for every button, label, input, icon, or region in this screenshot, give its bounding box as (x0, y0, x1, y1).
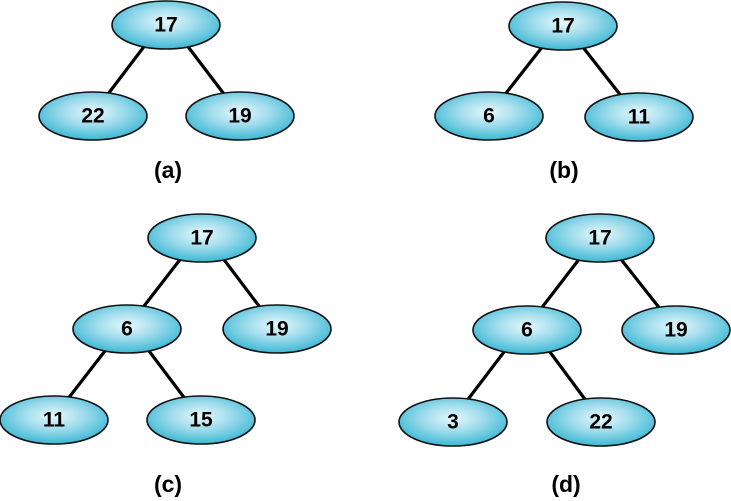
node-c-right: 19 (222, 304, 332, 354)
node-a-right: 19 (185, 91, 295, 141)
caption-c: (c) (154, 471, 182, 497)
node-c-root: 17 (147, 213, 257, 263)
node-label: 17 (551, 15, 574, 38)
node-label: 19 (265, 318, 288, 341)
node-b-left: 6 (434, 91, 544, 141)
edge-c-root-left (139, 255, 184, 312)
node-b-right: 11 (584, 92, 694, 142)
edge-b-root-left (501, 44, 545, 99)
edge-c-mid-left (65, 345, 110, 402)
node-label: 17 (154, 14, 177, 37)
edge-a-root-right (184, 42, 229, 100)
node-a-root: 17 (111, 0, 221, 50)
node-d-left: 6 (472, 305, 582, 355)
edge-b-root-right (580, 44, 624, 99)
node-c-left-left: 11 (0, 395, 109, 445)
node-d-left-left: 3 (398, 397, 508, 447)
edge-d-root-left (538, 256, 582, 312)
node-label: 6 (521, 319, 533, 342)
tree-a: 17 22 19 (a) (38, 0, 295, 183)
node-c-left-right: 15 (146, 395, 256, 445)
node-label: 6 (483, 105, 495, 128)
node-label: 22 (589, 411, 612, 434)
node-label: 15 (189, 409, 213, 432)
caption-b: (b) (549, 157, 578, 183)
node-label: 19 (228, 105, 251, 128)
node-d-root: 17 (545, 213, 655, 263)
edge-d-mid-left (464, 346, 509, 404)
node-c-left: 6 (72, 304, 182, 354)
caption-a: (a) (154, 157, 182, 183)
edge-c-root-right (220, 255, 264, 312)
node-d-left-right: 22 (546, 397, 656, 447)
edge-d-root-right (618, 256, 663, 312)
node-a-left: 22 (38, 91, 148, 141)
node-label: 11 (628, 106, 651, 129)
node-label: 17 (190, 227, 213, 250)
node-label: 6 (121, 318, 133, 341)
edge-c-mid-right (144, 345, 188, 402)
node-label: 22 (81, 105, 104, 128)
node-label: 3 (447, 411, 459, 434)
node-b-root: 17 (508, 1, 618, 51)
tree-c: 17 6 19 11 15 (c) (0, 213, 332, 497)
node-label: 11 (43, 409, 66, 432)
node-d-right: 19 (621, 305, 731, 355)
edge-d-mid-right (545, 346, 589, 404)
tree-d: 17 6 19 3 22 (d) (398, 213, 731, 497)
caption-d: (d) (551, 471, 580, 497)
node-label: 19 (664, 319, 687, 342)
edge-a-root-left (103, 42, 148, 100)
tree-b: 17 6 11 (b) (434, 1, 694, 183)
node-label: 17 (588, 227, 611, 250)
